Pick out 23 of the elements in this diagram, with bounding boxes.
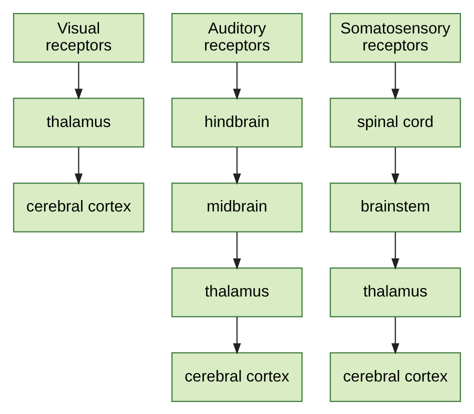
node-box: thalamus <box>13 97 144 148</box>
node-box: hindbrain <box>171 97 303 148</box>
arrow <box>391 62 400 100</box>
node-box: Auditory receptors <box>171 12 303 62</box>
arrow <box>74 62 83 100</box>
arrow <box>233 146 241 184</box>
node-box: Visual receptors <box>13 12 144 62</box>
arrow <box>233 316 241 354</box>
node-box: cerebral cortex <box>330 352 461 402</box>
node-box: thalamus <box>171 266 303 317</box>
arrow <box>391 146 400 184</box>
node-box: cerebral cortex <box>13 182 144 232</box>
node-box: spinal cord <box>330 97 461 148</box>
node-box: Somatosensory receptors <box>330 12 461 62</box>
arrow <box>74 146 83 184</box>
node-box: midbrain <box>171 182 303 232</box>
node-box: brainstem <box>330 182 461 232</box>
arrow <box>233 232 241 270</box>
arrow <box>391 232 400 270</box>
node-box: thalamus <box>330 266 461 317</box>
arrow <box>391 316 400 354</box>
arrow <box>233 62 241 100</box>
node-box: cerebral cortex <box>171 352 303 402</box>
